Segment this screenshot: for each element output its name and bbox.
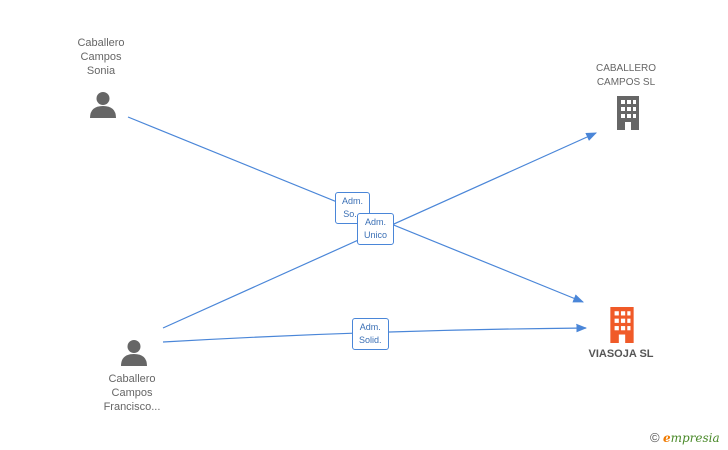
node-label-sonia: Caballero Campos Sonia <box>60 36 142 78</box>
node-label-line: Francisco... <box>103 401 161 413</box>
building-icon[interactable] <box>607 307 637 343</box>
node-label-line: Sonia <box>86 65 116 77</box>
node-label-caballero-sl: CABALLERO CAMPOS SL <box>583 62 669 90</box>
edge-label-adm-unico[interactable]: Adm. Unico <box>357 213 395 245</box>
edge-label-line: Solid. <box>359 335 382 345</box>
edge-label-line: So... <box>343 209 362 219</box>
node-label-line: Caballero <box>77 37 125 49</box>
edge-label-adm-solid[interactable]: Adm. Solid. <box>352 318 389 350</box>
node-label-line: Campos <box>80 51 122 63</box>
edge-label-line: Unico <box>364 230 388 240</box>
copyright-symbol: © <box>650 430 660 445</box>
brand-name: mpresia <box>670 431 720 445</box>
node-label-line: Caballero <box>108 373 156 385</box>
edge-label-line: Adm. <box>365 217 387 227</box>
brand-e-letter: e <box>662 431 671 445</box>
node-label-viasoja: VIASOJA SL <box>578 347 664 361</box>
node-label-line: CAMPOS SL <box>596 77 656 88</box>
edge-label-line: Adm. <box>342 196 364 206</box>
node-label-line: CABALLERO <box>595 63 657 74</box>
building-icon[interactable] <box>614 96 642 130</box>
edge-label-line: Adm. <box>359 322 381 332</box>
node-label-line: VIASOJA SL <box>588 348 654 360</box>
person-icon[interactable] <box>120 338 148 366</box>
person-icon[interactable] <box>89 90 117 118</box>
brand-watermark: © empresia <box>650 430 720 445</box>
node-label-line: Campos <box>111 387 153 399</box>
node-label-francisco: Caballero Campos Francisco... <box>90 372 174 414</box>
